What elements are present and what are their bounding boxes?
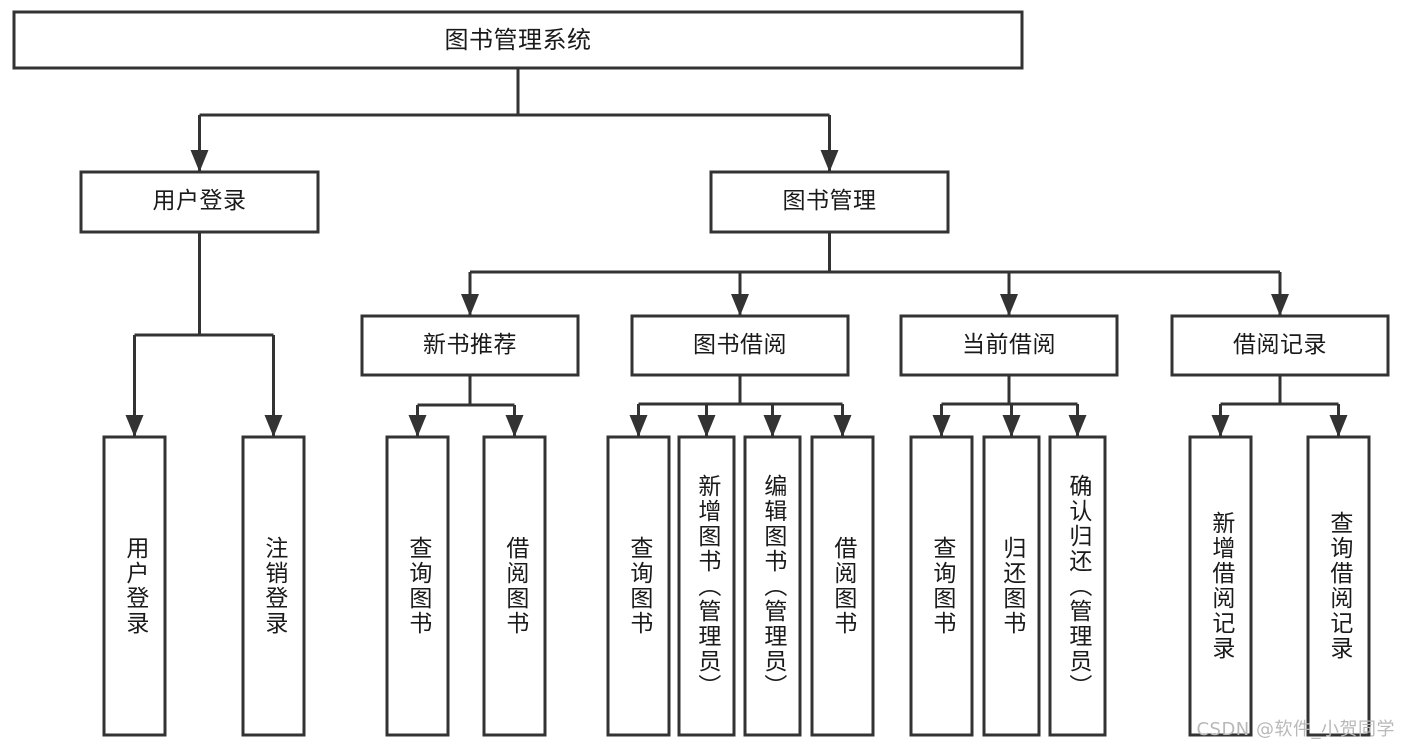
edges-layer: [125, 68, 1348, 437]
node-box-leaf-add-book-admin[interactable]: [677, 435, 736, 737]
node-box-book-manage[interactable]: [709, 170, 950, 234]
arrow-head-leaf-edit-book-admin: [763, 415, 782, 437]
node-box-leaf-add-borrow-record[interactable]: [1188, 435, 1253, 737]
arrow-head-leaf-query-book-2: [629, 415, 648, 437]
node-box-leaf-borrow-book-1[interactable]: [482, 435, 547, 737]
node-box-leaf-borrow-book-2[interactable]: [810, 435, 875, 737]
node-box-leaf-query-book-3[interactable]: [909, 435, 974, 737]
arrow-head-leaf-return-book: [1002, 415, 1021, 437]
node-box-leaf-user-login[interactable]: [102, 435, 167, 737]
arrow-head-leaf-confirm-return-admin: [1068, 415, 1087, 437]
arrow-head-leaf-query-borrow-record: [1329, 415, 1348, 437]
node-box-leaf-edit-book-admin[interactable]: [743, 435, 802, 737]
node-box-leaf-query-book-2[interactable]: [606, 435, 671, 737]
node-box-leaf-query-borrow-record[interactable]: [1306, 435, 1371, 737]
node-box-user-login[interactable]: [79, 170, 320, 234]
arrow-head-leaf-borrow-book-1: [505, 415, 524, 437]
node-box-current-borrow[interactable]: [899, 314, 1119, 377]
arrow-head-user-login: [190, 150, 209, 172]
node-box-root[interactable]: [12, 10, 1024, 70]
nodes-layer: [12, 10, 1390, 737]
arrow-head-book-borrow: [731, 294, 749, 316]
node-box-leaf-query-book-1[interactable]: [385, 435, 450, 737]
arrow-head-current-borrow: [1000, 294, 1018, 316]
node-box-leaf-logout-login[interactable]: [241, 435, 306, 737]
node-box-book-borrow[interactable]: [630, 314, 850, 377]
node-box-leaf-confirm-return-admin[interactable]: [1048, 435, 1107, 737]
node-box-new-book-rec[interactable]: [360, 314, 580, 377]
node-box-borrow-record[interactable]: [1170, 314, 1390, 377]
arrow-head-new-book-rec: [461, 294, 479, 316]
arrow-head-leaf-query-book-1: [408, 415, 427, 437]
arrow-head-leaf-add-borrow-record: [1211, 415, 1230, 437]
arrow-head-leaf-user-login: [125, 415, 144, 437]
arrow-head-leaf-logout-login: [264, 415, 283, 437]
arrow-head-leaf-borrow-book-2: [833, 415, 852, 437]
arrow-head-leaf-add-book-admin: [697, 415, 716, 437]
arrow-head-book-manage: [820, 150, 839, 172]
node-box-leaf-return-book[interactable]: [982, 435, 1041, 737]
arrow-head-leaf-query-book-3: [932, 415, 951, 437]
arrow-head-borrow-record: [1271, 294, 1289, 316]
watermark-text: CSDN @软件_小贺同学: [1196, 719, 1395, 740]
